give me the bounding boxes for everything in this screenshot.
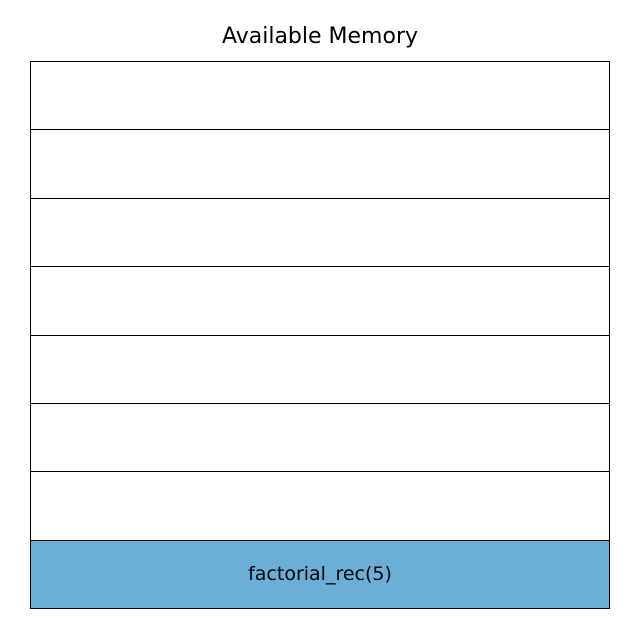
memory-slot <box>31 129 609 198</box>
memory-slot <box>31 197 609 267</box>
memory-slot <box>31 334 609 403</box>
memory-slot <box>31 471 609 540</box>
memory-stack: factorial_rec(5) <box>30 61 610 609</box>
stack-frame-factorial-rec: factorial_rec(5) <box>31 539 609 608</box>
memory-slot <box>31 402 609 472</box>
diagram-title: Available Memory <box>221 24 419 49</box>
memory-slot <box>31 266 609 335</box>
memory-slot <box>31 62 609 130</box>
